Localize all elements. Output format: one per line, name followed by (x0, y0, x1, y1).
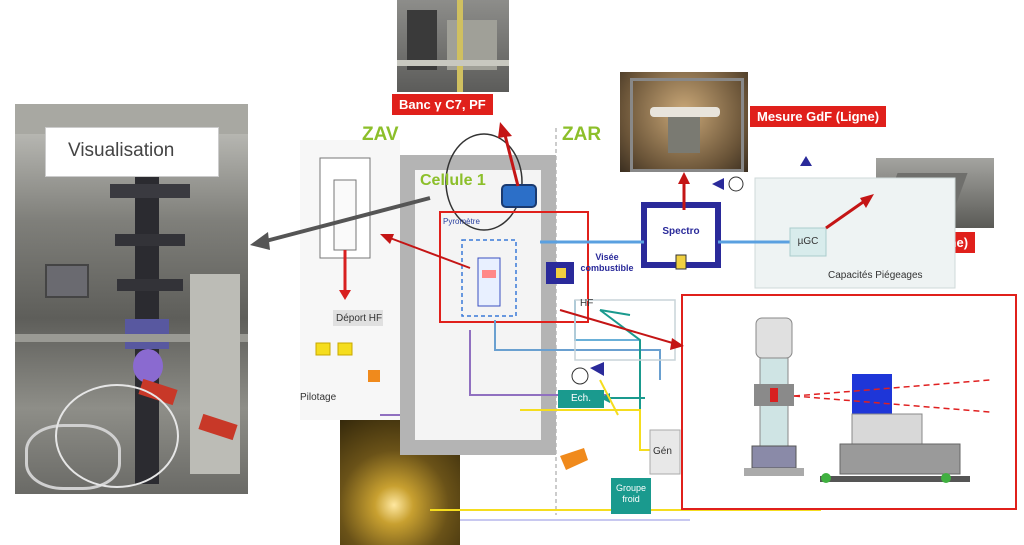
pilotage-label: Pilotage (300, 392, 337, 403)
furnace-inner (333, 179, 357, 251)
groupe-froid-label: Groupe froid (615, 483, 647, 504)
gdf-photo (620, 72, 748, 172)
arrow-to-furnace (389, 237, 471, 269)
capacites-label: Capacités Piégeages (828, 270, 923, 281)
pilotage-monitor-2 (337, 342, 353, 356)
blue-component (501, 184, 537, 208)
cellule-ellipse (445, 133, 523, 231)
groupe-froid-box (611, 478, 651, 514)
arrow-to-visualisation (261, 196, 431, 244)
visualisation-label-box: Visualisation (45, 127, 219, 177)
banc-label: Banc γ C7, PF (392, 94, 493, 115)
orange-element (560, 448, 588, 470)
arrow-to-he (825, 198, 867, 230)
vise-label: Visée combustible (580, 252, 634, 273)
capacites-area (754, 177, 956, 289)
pyrometre-label: Pyromètre (443, 217, 480, 226)
hf-label: HF (580, 298, 594, 309)
depot-box (333, 310, 383, 326)
gdf-label: Mesure GdF (Ligne) (750, 106, 887, 127)
zav-label: ZAV (362, 124, 399, 145)
arrow-to-banc (503, 134, 520, 187)
gen-label: Gén (653, 446, 672, 457)
ugc-label: µGC (797, 236, 819, 247)
pilotage-monitor-1 (315, 342, 331, 356)
cellule-label: Cellule 1 (420, 172, 486, 189)
arrow-to-detail (559, 309, 677, 345)
depot-label: Déport HF (336, 313, 383, 324)
pyrometer-frame (439, 211, 589, 323)
spectro-label: Spectro (662, 226, 700, 237)
banc-photo (397, 0, 509, 92)
ech-label: Ech. (570, 393, 591, 404)
zar-label: ZAR (562, 124, 602, 145)
pyrometer-dashed (461, 239, 517, 317)
ugc-box (789, 227, 827, 257)
ech-box (558, 390, 604, 408)
visualisation-label: Visualisation (68, 140, 175, 161)
